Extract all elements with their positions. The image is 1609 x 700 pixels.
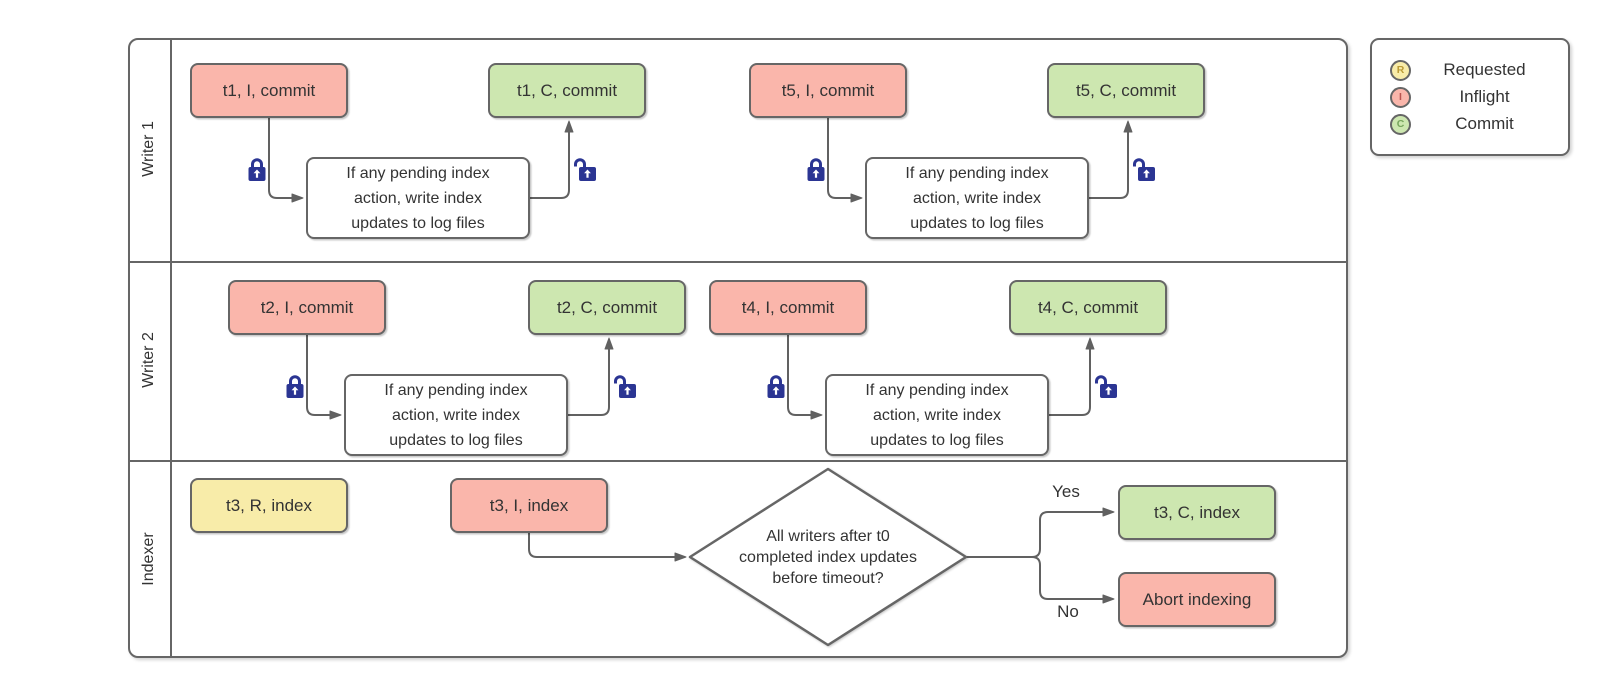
commit-marker-icon: C — [1390, 113, 1411, 135]
legend-item-requested: R Requested — [1390, 57, 1558, 84]
process-node: If any pending index action, write index… — [344, 374, 568, 456]
legend-label: Commit — [1455, 114, 1514, 133]
decision-line-3: before timeout? — [772, 570, 884, 587]
legend-label: Inflight — [1459, 87, 1510, 106]
branch-label-yes: Yes — [1052, 482, 1080, 501]
state-node-t3-commit: t3, C, index — [1118, 485, 1276, 540]
decision-line-2: completed index updates — [739, 549, 917, 566]
branch-label-no: No — [1057, 602, 1079, 621]
state-node-t3-requested: t3, R, index — [190, 478, 348, 533]
process-node: If any pending index action, write index… — [865, 157, 1089, 239]
lane-title-writer-2: Writer 2 — [140, 332, 157, 388]
inflight-marker-icon: I — [1390, 86, 1411, 108]
state-node-t4-inflight: t4, I, commit — [709, 280, 867, 335]
legend-item-commit: C Commit — [1390, 111, 1558, 138]
decision-line-1: All writers after t0 — [766, 528, 890, 545]
lane-separator — [130, 460, 1346, 462]
state-node-t2-commit: t2, C, commit — [528, 280, 686, 335]
lane-title-indexer: Indexer — [140, 532, 157, 586]
process-node: If any pending index action, write index… — [306, 157, 530, 239]
state-node-abort-indexing: Abort indexing — [1118, 572, 1276, 627]
lane-separator — [130, 261, 1346, 263]
requested-marker-icon: R — [1390, 59, 1411, 81]
legend-item-inflight: I Inflight — [1390, 84, 1558, 111]
lane-title-writer-1: Writer 1 — [140, 121, 157, 177]
process-node: If any pending index action, write index… — [825, 374, 1049, 456]
state-node-t1-inflight: t1, I, commit — [190, 63, 348, 118]
state-node-t4-commit: t4, C, commit — [1009, 280, 1167, 335]
state-node-t5-commit: t5, C, commit — [1047, 63, 1205, 118]
legend: R Requested I Inflight C Commit — [1370, 38, 1570, 156]
state-node-t5-inflight: t5, I, commit — [749, 63, 907, 118]
state-node-t1-commit: t1, C, commit — [488, 63, 646, 118]
legend-label: Requested — [1443, 60, 1526, 79]
state-node-t3-inflight: t3, I, index — [450, 478, 608, 533]
decision-label: All writers after t0 completed index upd… — [698, 526, 958, 589]
state-node-t2-inflight: t2, I, commit — [228, 280, 386, 335]
lane-label-column — [130, 40, 172, 656]
